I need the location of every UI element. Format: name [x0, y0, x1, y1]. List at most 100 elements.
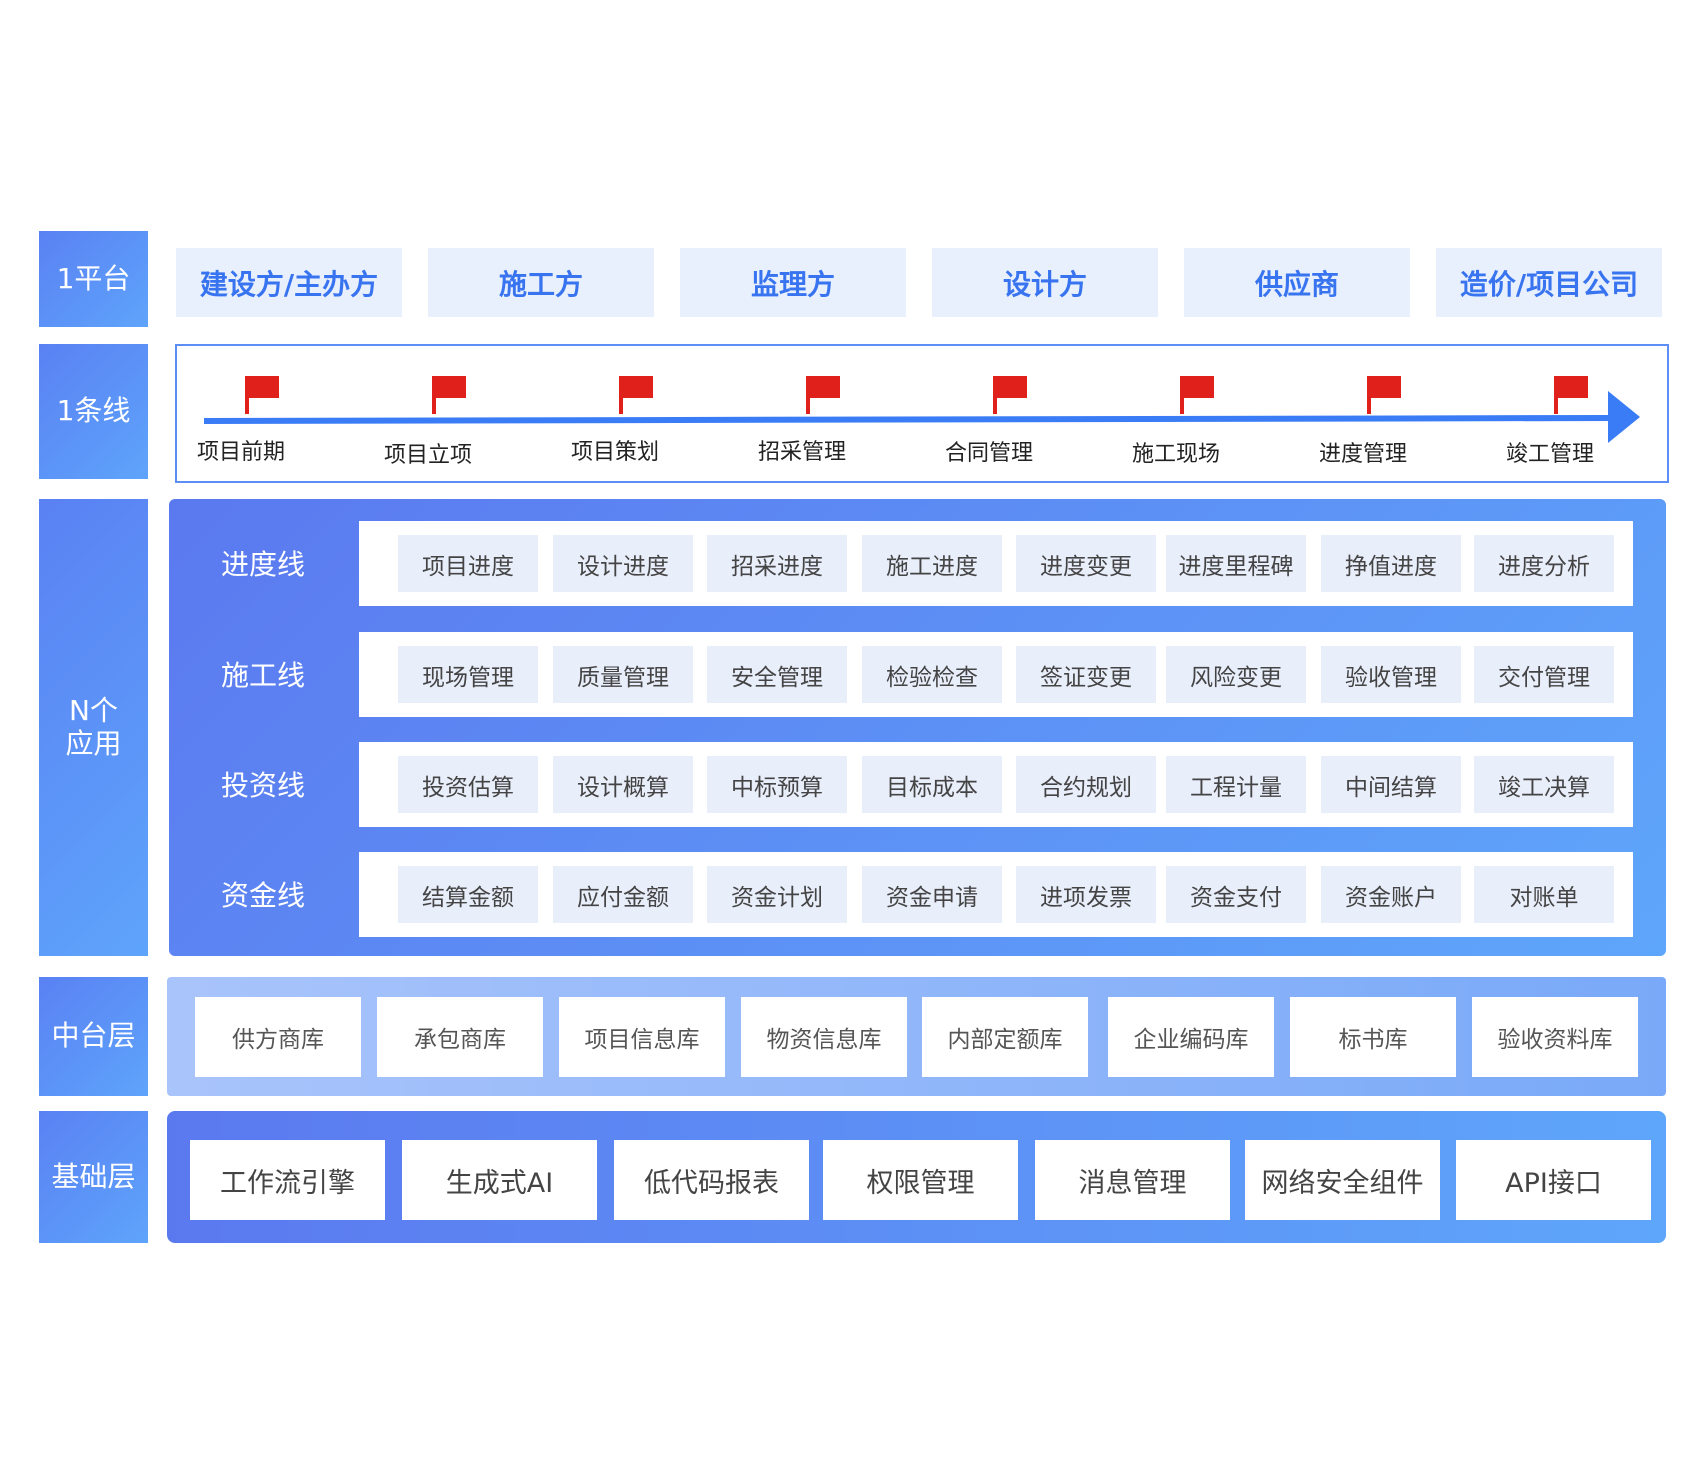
app-module-chip: 资金计划	[707, 866, 847, 923]
library-card: 验收资料库	[1472, 997, 1638, 1077]
app-module-chip: 合约规划	[1016, 756, 1156, 813]
library-label: 验收资料库	[1497, 1027, 1613, 1053]
app-module-chip: 安全管理	[707, 646, 847, 703]
component-label: 权限管理	[866, 1167, 975, 1199]
library-card: 企业编码库	[1108, 997, 1274, 1077]
library-label: 物资信息库	[766, 1027, 882, 1053]
library-card: 供方商库	[195, 997, 361, 1077]
app-module-chip: 进度变更	[1016, 535, 1156, 592]
app-line-row: 项目进度设计进度招采进度施工进度进度变更进度里程碑挣值进度进度分析	[359, 521, 1633, 606]
stage-label: 招采管理	[758, 434, 846, 466]
app-module-chip: 招采进度	[707, 535, 847, 592]
stage-label: 竣工管理	[1506, 436, 1594, 468]
library-label: 标书库	[1338, 1027, 1408, 1053]
component-label: API接口	[1505, 1167, 1602, 1199]
layer-label-line: 1条线	[39, 344, 148, 479]
library-label: 供方商库	[232, 1027, 324, 1053]
library-label: 承包商库	[414, 1027, 506, 1053]
app-module-chip: 设计概算	[553, 756, 693, 813]
app-line-title: 施工线	[221, 659, 306, 692]
app-line-title: 投资线	[221, 769, 306, 802]
library-card: 内部定额库	[922, 997, 1088, 1077]
stage-label: 项目前期	[197, 434, 285, 466]
stage-label-text: 合同管理	[945, 441, 1034, 466]
party-pill: 施工方	[428, 248, 654, 317]
stage-label: 进度管理	[1319, 436, 1407, 468]
party-pill: 造价/项目公司	[1436, 248, 1662, 317]
stage-label-text: 进度管理	[1319, 442, 1408, 467]
stage-label-text: 项目立项	[384, 443, 473, 468]
component-card: 网络安全组件	[1245, 1140, 1440, 1220]
app-module-chip: 工程计量	[1166, 756, 1306, 813]
stage-label: 项目策划	[571, 434, 659, 466]
component-card: 消息管理	[1035, 1140, 1230, 1220]
library-card: 物资信息库	[741, 997, 907, 1077]
app-module-chip: 项目进度	[398, 535, 538, 592]
library-label: 企业编码库	[1133, 1027, 1249, 1053]
party-label: 设计方	[1002, 267, 1087, 301]
stage-label-text: 施工现场	[1132, 442, 1221, 467]
component-card: 工作流引擎	[190, 1140, 385, 1220]
app-line-row: 结算金额应付金额资金计划资金申请进项发票资金支付资金账户对账单	[359, 852, 1633, 937]
app-module-chip: 资金账户	[1321, 866, 1461, 923]
component-label: 工作流引擎	[220, 1167, 355, 1199]
party-label: 建设方/主办方	[199, 267, 379, 301]
component-card: 权限管理	[823, 1140, 1018, 1220]
library-card: 项目信息库	[559, 997, 725, 1077]
app-module-chip: 投资估算	[398, 756, 538, 813]
app-line-title: 进度线	[221, 548, 306, 581]
layer-label-base: 基础层	[39, 1111, 148, 1243]
app-module-chip: 检验检查	[862, 646, 1002, 703]
app-module-chip: 应付金额	[553, 866, 693, 923]
app-module-chip: 目标成本	[862, 756, 1002, 813]
app-module-chip: 资金申请	[862, 866, 1002, 923]
app-module-chip: 结算金额	[398, 866, 538, 923]
party-pill: 设计方	[932, 248, 1158, 317]
app-module-chip: 挣值进度	[1321, 535, 1461, 592]
stage-label-text: 项目前期	[197, 440, 286, 465]
component-label: 消息管理	[1078, 1167, 1187, 1199]
app-module-chip: 进度里程碑	[1166, 535, 1306, 592]
stage-label: 项目立项	[384, 437, 472, 469]
party-label: 监理方	[750, 267, 835, 301]
app-module-chip: 现场管理	[398, 646, 538, 703]
party-pill: 监理方	[680, 248, 906, 317]
app-module-chip: 竣工决算	[1474, 756, 1614, 813]
layer-label-platform: 1平台	[39, 231, 148, 327]
app-line-row: 现场管理质量管理安全管理检验检查签证变更风险变更验收管理交付管理	[359, 632, 1633, 717]
component-label: 低代码报表	[644, 1167, 779, 1199]
app-module-chip: 进度分析	[1474, 535, 1614, 592]
app-module-chip: 施工进度	[862, 535, 1002, 592]
app-module-chip: 质量管理	[553, 646, 693, 703]
app-module-chip: 中标预算	[707, 756, 847, 813]
library-label: 内部定额库	[947, 1027, 1063, 1053]
app-line-row: 投资估算设计概算中标预算目标成本合约规划工程计量中间结算竣工决算	[359, 742, 1633, 827]
app-module-chip: 进项发票	[1016, 866, 1156, 923]
app-module-chip: 对账单	[1474, 866, 1614, 923]
app-module-chip: 验收管理	[1321, 646, 1461, 703]
component-card: API接口	[1456, 1140, 1651, 1220]
layer-label-platform-text: 1平台	[56, 261, 131, 295]
component-label: 网络安全组件	[1261, 1167, 1424, 1199]
app-module-chip: 交付管理	[1474, 646, 1614, 703]
layer-label-apps-text: N个 应用	[65, 694, 122, 760]
app-module-chip: 签证变更	[1016, 646, 1156, 703]
stage-label-text: 竣工管理	[1506, 442, 1595, 467]
party-label: 供应商	[1254, 267, 1339, 301]
party-label: 施工方	[498, 267, 583, 301]
stage-label-text: 项目策划	[571, 440, 660, 465]
library-card: 承包商库	[377, 997, 543, 1077]
layer-label-middle-text: 中台层	[51, 1019, 136, 1053]
party-label: 造价/项目公司	[1459, 267, 1639, 301]
app-module-chip: 中间结算	[1321, 756, 1461, 813]
layer-label-middle: 中台层	[39, 977, 148, 1096]
library-card: 标书库	[1290, 997, 1456, 1077]
component-card: 生成式AI	[402, 1140, 597, 1220]
layer-label-base-text: 基础层	[51, 1159, 136, 1193]
party-pill: 建设方/主办方	[176, 248, 402, 317]
component-label: 生成式AI	[445, 1167, 554, 1199]
project-timeline	[175, 344, 1669, 483]
app-module-chip: 风险变更	[1166, 646, 1306, 703]
app-module-chip: 设计进度	[553, 535, 693, 592]
layer-label-line-text: 1条线	[56, 394, 131, 428]
